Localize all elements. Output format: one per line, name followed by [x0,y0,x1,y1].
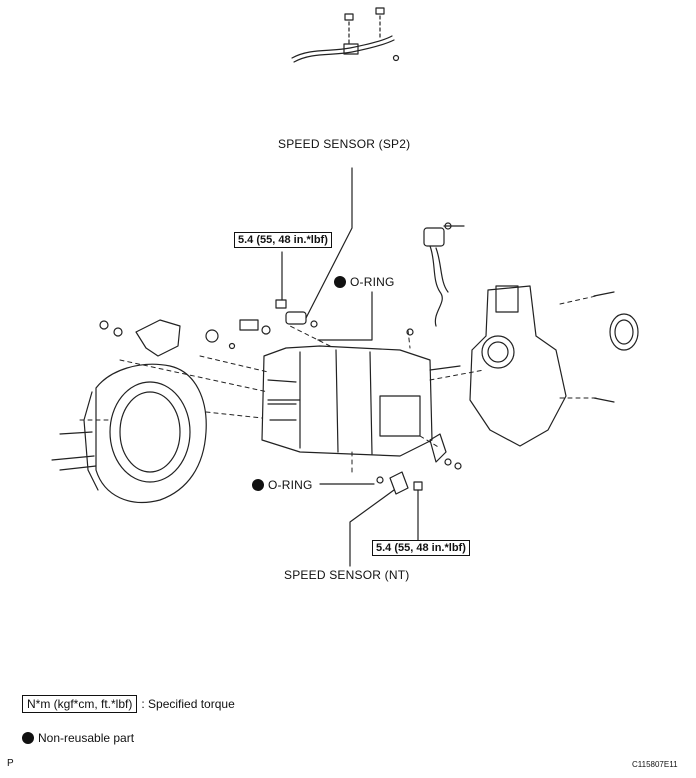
bell-housing [51,363,207,504]
assembly-guides [79,295,597,473]
speed-sensor-sp2-part [275,299,318,328]
o-ring-upper-text: O-RING [350,275,395,289]
torque-spec-upper: 5.4 (55, 48 in.*lbf) [234,232,332,248]
non-reusable-dot-icon [252,479,264,491]
wire-harness-right [406,222,465,336]
torque-spec-lower: 5.4 (55, 48 in.*lbf) [372,540,470,556]
page-mark: P [7,758,14,769]
nonreusable-legend-text: Non-reusable part [38,731,135,745]
torque-legend-text: : Specified torque [141,697,235,711]
nt-leader-line [349,489,395,567]
wire-harness-top [291,7,400,63]
label-o-ring-upper: O-RING [334,275,395,289]
legend-torque: N*m (kgf*cm, ft.*lbf): Specified torque [22,695,235,713]
oring-upper-leader [317,291,373,341]
label-speed-sensor-nt: SPEED SENSOR (NT) [284,568,410,582]
label-speed-sensor-sp2: SPEED SENSOR (SP2) [278,137,411,151]
figure-code: C115807E11 [632,760,678,769]
non-reusable-dot-icon [22,732,34,744]
non-reusable-dot-icon [334,276,346,288]
speed-sensor-nt-part [376,433,462,495]
extension-housing [469,285,639,447]
o-ring-lower-text: O-RING [268,478,313,492]
label-o-ring-lower: O-RING [252,478,313,492]
legend-nonreusable: Non-reusable part [22,731,134,745]
transmission-case [261,345,461,457]
sp2-leader-line [305,167,353,319]
shift-sensor-left [99,319,271,357]
torque-unit-box: N*m (kgf*cm, ft.*lbf) [22,695,138,713]
